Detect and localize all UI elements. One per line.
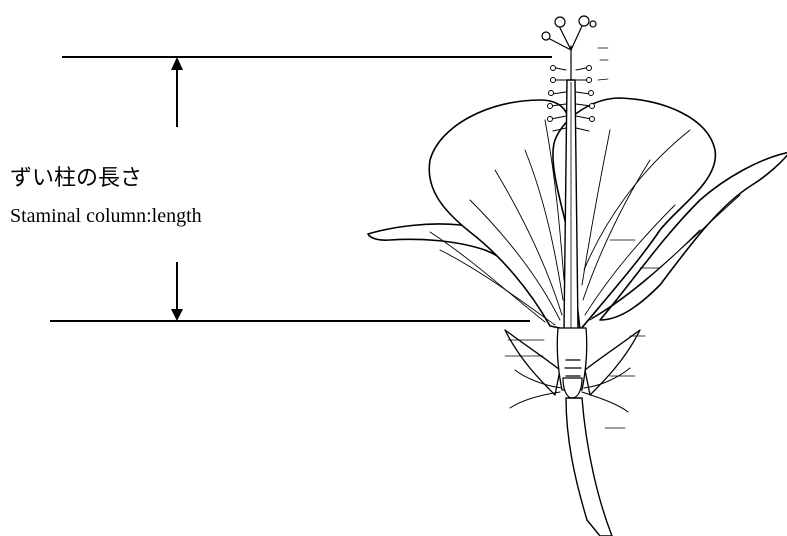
ovary [563,378,582,398]
left-main-petal [429,100,570,330]
staminal-column-length-label-en: Staminal column:length [10,204,202,228]
up-arrowhead [171,57,183,70]
down-arrowhead [171,309,183,321]
hibiscus-flower-illustration [368,16,787,536]
pedicel [566,398,612,536]
staminal-column-length-label-ja: ずい柱の長さ [10,164,142,192]
